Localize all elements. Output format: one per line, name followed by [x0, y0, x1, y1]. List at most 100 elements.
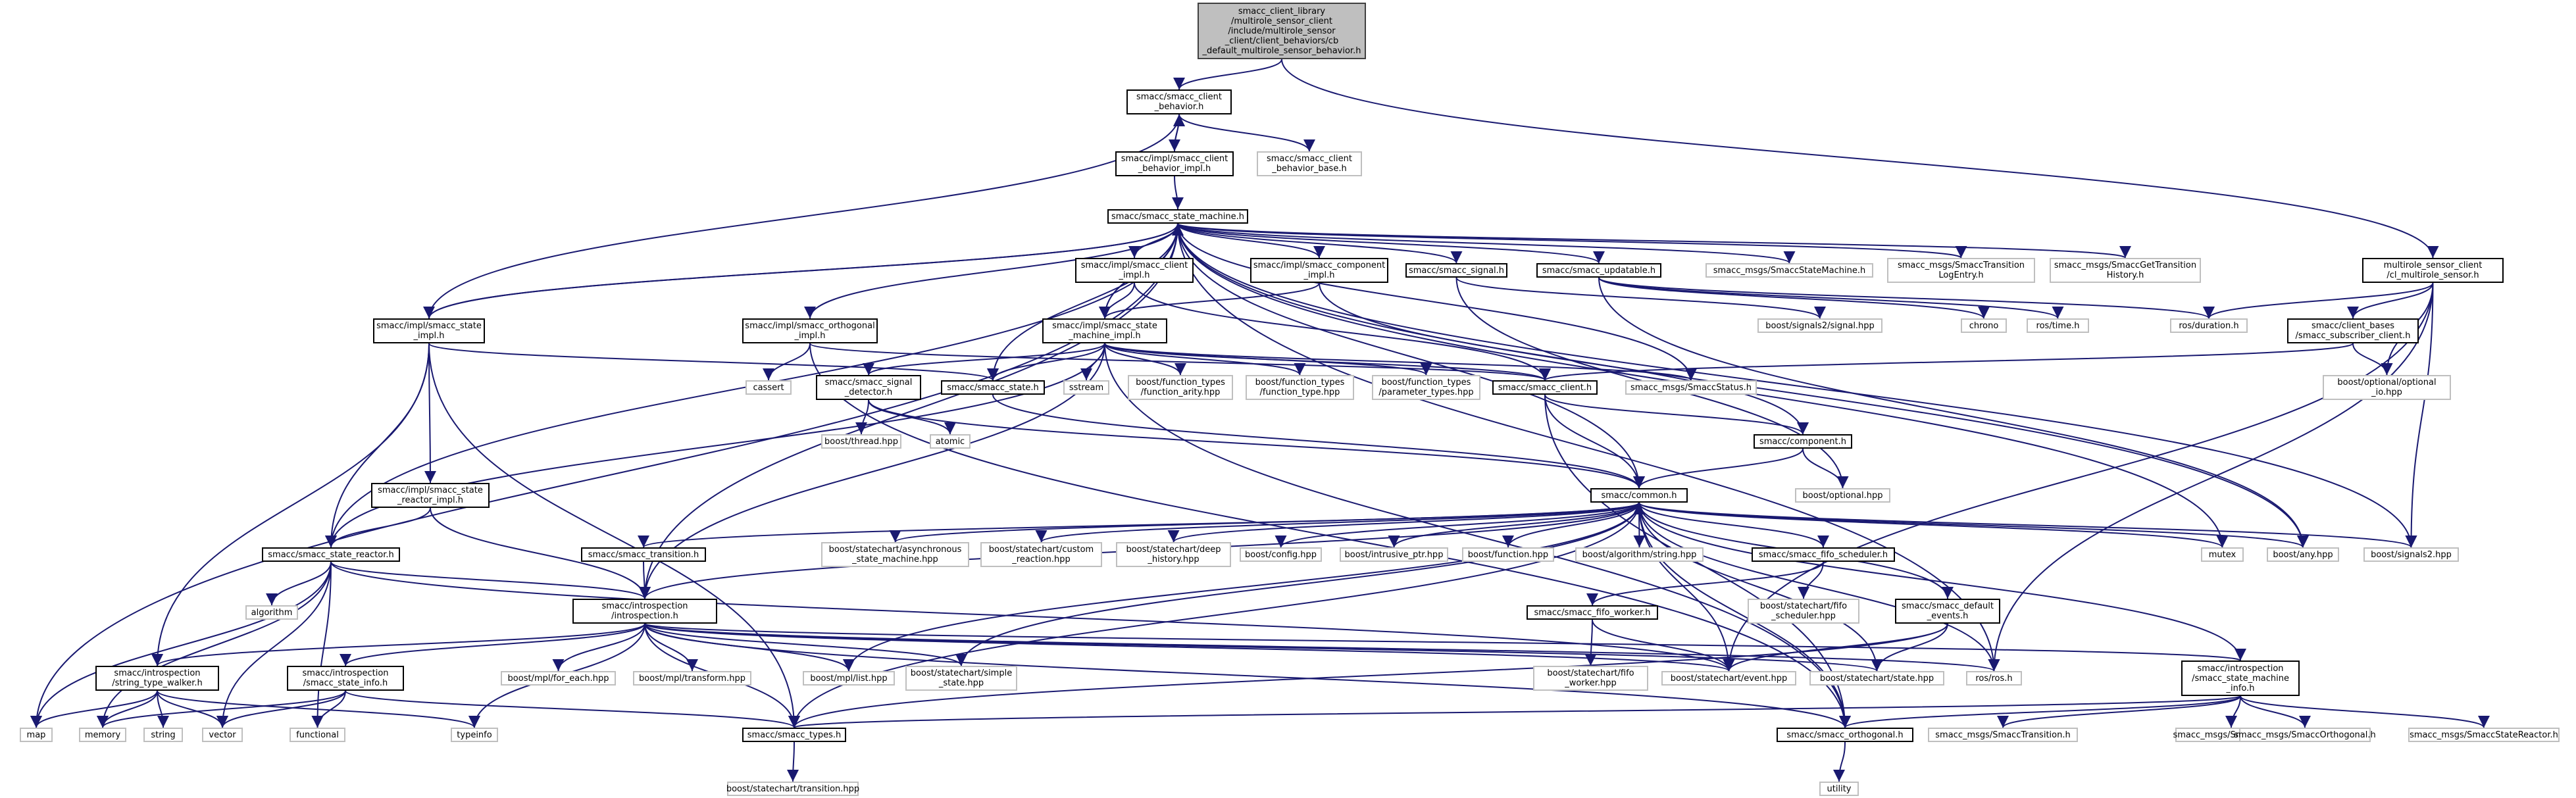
edge-n_updatable-to-n_ros_time — [1598, 277, 2064, 319]
cl-multirole-sensor-node[interactable]: multirole_sensor_client /cl_multirole_se… — [2362, 258, 2504, 283]
boost-optional-io-node: boost/optional/optional _io.hpp — [2323, 375, 2451, 400]
smacc-component-impl-node[interactable]: smacc/impl/smacc_component _impl.h — [1250, 258, 1388, 283]
msgs-smacc-status-node: smacc_msgs/SmaccStatus.h — [1625, 380, 1757, 395]
edge-n_smacc_client-to-n_common — [1544, 394, 1645, 489]
root-file-node: smacc_client_library /multirole_sensor_c… — [1198, 3, 1366, 59]
ros-ros-node: ros/ros.h — [1966, 671, 2022, 686]
sstream-node: sstream — [1063, 380, 1109, 395]
edge-n_introspection-to-n_ros_ros — [644, 623, 2000, 672]
string-type-walker-node[interactable]: smacc/introspection /string_type_walker.… — [95, 666, 219, 691]
edge-n_state_machine_impl-to-n_msgs_smaccstatus — [1104, 343, 1697, 381]
edge-n_client_impl-to-n_smacc_client — [1134, 282, 1551, 381]
statechart-custom-reaction-node: boost/statechart/custom _reaction.hpp — [980, 542, 1102, 567]
smacc-state-info-node[interactable]: smacc/introspection /smacc_state_info.h — [287, 666, 404, 691]
smacc-client-behavior-base-node: smacc/smacc_client _behavior_base.h — [1257, 151, 1362, 176]
smacc-signal-node[interactable]: smacc/smacc_signal.h — [1405, 263, 1507, 278]
edge-n_common-to-n_ros_ros — [1638, 502, 2000, 672]
smacc-types-node[interactable]: smacc/smacc_types.h — [742, 728, 846, 742]
edge-n_client_behavior_impl-to-n_state_machine — [1171, 176, 1184, 210]
smacc-state-machine-node[interactable]: smacc/smacc_state_machine.h — [1107, 209, 1248, 224]
smacc-subscriber-client-node[interactable]: smacc/client_bases /smacc_subscriber_cli… — [2287, 318, 2419, 343]
edge-n_state_machine-to-n_msgs_smaccstatemachine — [1177, 223, 1795, 264]
edge-n_smacc_orthogonal-to-n_utility — [1833, 741, 1846, 782]
smacc-client-node[interactable]: smacc/smacc_client.h — [1492, 380, 1598, 395]
edge-n_common-to-n_sc_async — [890, 502, 1640, 543]
edge-n_smacc_orthogonal-to-n_common — [1633, 502, 1846, 728]
smacc-signal-detector-node[interactable]: smacc/smacc_signal _detector.h — [816, 375, 921, 400]
boost-config-node: boost/config.hpp — [1240, 547, 1322, 562]
statechart-transition-node: boost/statechart/transition.hpp — [726, 782, 859, 796]
boost-mpl-list-node: boost/mpl/list.hpp — [803, 671, 895, 686]
smacc-introspection-node[interactable]: smacc/introspection /introspection.h — [572, 599, 717, 624]
edge-n_state_machine_info-to-n_smacc_types — [789, 695, 2241, 728]
smacc-transition-node[interactable]: smacc/smacc_transition.h — [581, 547, 706, 562]
edge-n_state_machine-to-n_orthogonal_impl — [804, 223, 1178, 319]
smacc-state-machine-info-node[interactable]: smacc/introspection /smacc_state_machine… — [2181, 661, 2300, 696]
smacc-state-reactor-impl-node[interactable]: smacc/impl/smacc_state _reactor_impl.h — [371, 483, 490, 508]
edge-n_state_machine-to-n_smacc_signal — [1177, 223, 1463, 264]
smacc-orthogonal-node[interactable]: smacc/smacc_orthogonal.h — [1777, 728, 1913, 742]
smacc-orthogonal-impl-node[interactable]: smacc/impl/smacc_orthogonal _impl.h — [742, 318, 878, 343]
boost-signals2-signal-node: boost/signals2/signal.hpp — [1757, 318, 1882, 333]
smacc-common-node[interactable]: smacc/common.h — [1590, 488, 1688, 503]
smacc-client-impl-node[interactable]: smacc/impl/smacc_client _impl.h — [1075, 258, 1194, 283]
edge-n_state_impl-to-n_string_type_walker — [151, 343, 430, 666]
boost-parameter-types-node: boost/function_types /parameter_types.hp… — [1372, 375, 1480, 400]
smacc-fifo-scheduler-node[interactable]: smacc/smacc_fifo_scheduler.h — [1752, 547, 1895, 562]
edge-n_state_reactor-to-n_algorithm — [266, 561, 332, 606]
msgs-get-transition-history-node: smacc_msgs/SmaccGetTransition History.h — [2050, 258, 2201, 283]
smacc-default-events-node[interactable]: smacc/smacc_default _events.h — [1895, 599, 2000, 624]
edge-n_fifo_scheduler-to-n_sc_fifo_scheduler — [1798, 561, 1824, 599]
string-node: string — [143, 728, 183, 742]
edge-n_state_machine-to-n_map — [30, 223, 1178, 728]
smacc-client-behavior-impl-node[interactable]: smacc/impl/smacc_client _behavior_impl.h — [1115, 151, 1234, 176]
smacc-state-node[interactable]: smacc/smacc_state.h — [941, 380, 1045, 395]
statechart-fifo-scheduler-node: boost/statechart/fifo _scheduler.hpp — [1748, 599, 1859, 624]
edge-n_signal_detector-to-n_atomic — [868, 399, 956, 435]
boost-mpl-transform-node: boost/mpl/transform.hpp — [633, 671, 751, 686]
smacc-client-behavior-node[interactable]: smacc/smacc_client _behavior.h — [1126, 89, 1232, 114]
statechart-state-node: boost/statechart/state.hpp — [1809, 671, 1944, 686]
boost-function-arity-node: boost/function_types /function_arity.hpp — [1128, 375, 1233, 400]
edge-n_state_reactor_impl-to-n_state_reactor — [325, 507, 431, 548]
edge-n_state_machine_info-to-n_msgs_statereactor — [2240, 695, 2490, 728]
typeinfo-node: typeinfo — [451, 728, 498, 742]
boost-algorithm-string-node: boost/algorithm/string.hpp — [1575, 547, 1704, 562]
smacc-component-node[interactable]: smacc/component.h — [1754, 434, 1852, 449]
edge-n_common-to-n_sc_custom — [1036, 502, 1640, 543]
edge-n_state_machine-to-n_component_impl — [1177, 223, 1325, 259]
edge-n_common-to-n_sc_deep — [1167, 502, 1640, 543]
edge-n_state_machine_info-to-n_common — [1633, 502, 2241, 661]
edge-n_common-to-n_sc_event — [1638, 502, 1735, 672]
algorithm-node: algorithm — [245, 605, 298, 620]
edge-n_smacc_signal-to-n_signals2_signal — [1455, 277, 1826, 319]
edge-n_state_reactor_impl-to-n_introspection — [430, 507, 651, 599]
edge-n_smacc_state-to-n_common — [992, 394, 1645, 489]
smacc-updatable-node[interactable]: smacc/smacc_updatable.h — [1536, 263, 1661, 278]
edge-n_state_info-to-n_memory — [97, 690, 346, 728]
edge-n_state_impl-to-n_client_behavior — [428, 114, 1185, 319]
edge-n_state_impl-to-n_smacc_state — [428, 343, 999, 381]
edge-n_introspection-to-n_sc_event — [644, 623, 1734, 672]
edge-n_common-to-n_intrusive — [1388, 502, 1640, 548]
smacc-state-machine-impl-node[interactable]: smacc/impl/smacc_state _machine_impl.h — [1042, 318, 1167, 343]
edge-n_state_info-to-n_vector — [216, 690, 346, 728]
statechart-fifo-worker-node: boost/statechart/fifo _worker.hpp — [1533, 666, 1648, 691]
edge-n_string_type_walker-to-n_string — [157, 690, 169, 728]
boost-signals2-node: boost/signals2.hpp — [2363, 547, 2459, 562]
smacc-state-impl-node[interactable]: smacc/impl/smacc_state _impl.h — [373, 318, 485, 343]
edge-n_smacc_types-to-n_sc_transition — [787, 741, 799, 782]
edge-n_orthogonal_impl-to-n_cassert — [763, 343, 811, 381]
boost-optional-node: boost/optional.hpp — [1795, 488, 1890, 503]
edge-n_state_reactor-to-n_memory — [97, 561, 332, 728]
cassert-node: cassert — [745, 380, 792, 395]
edge-n_introspection-to-n_state_machine_info — [644, 623, 2246, 661]
smacc-state-reactor-node[interactable]: smacc/smacc_state_reactor.h — [262, 547, 400, 562]
msgs-smacc-state-machine-node: smacc_msgs/SmaccStateMachine.h — [1705, 263, 1873, 278]
edge-n_msc_multirole_sensor-to-n_ros_duration — [2203, 282, 2434, 319]
smacc-fifo-worker-node[interactable]: smacc/smacc_fifo_worker.h — [1527, 605, 1658, 620]
edge-n_introspection-to-n_state_info — [340, 623, 645, 666]
edge-n_state_impl-to-n_state_machine — [428, 223, 1184, 319]
edge-n_introspection-to-n_mpl_for_each — [552, 623, 645, 672]
msgs-smacc-orthogonal-node: smacc_msgs/SmaccOrthogonal.h — [2234, 728, 2376, 742]
